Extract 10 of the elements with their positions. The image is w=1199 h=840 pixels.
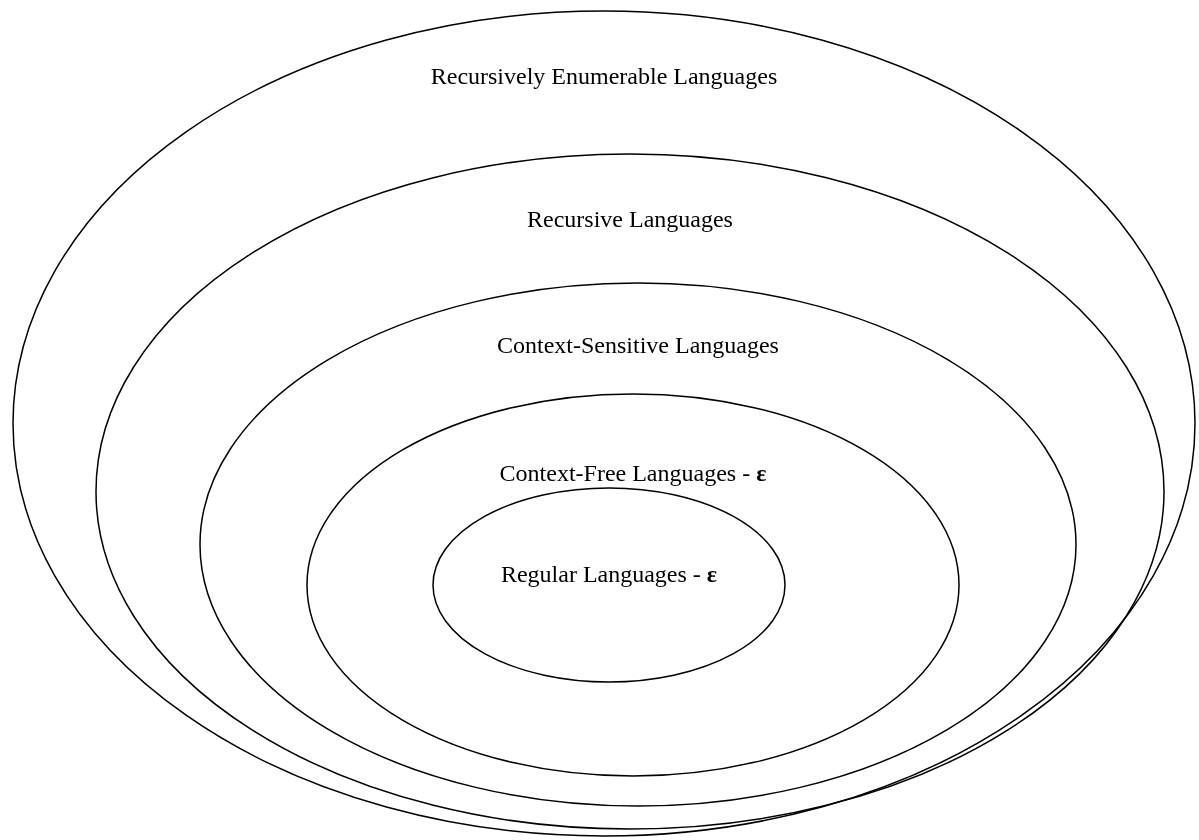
set-ellipse [12,10,1196,837]
set-ellipse [95,153,1165,830]
set-label: Context-Sensitive Languages [497,331,779,359]
set-label: Recursively Enumerable Languages [430,62,778,90]
set-label: Recursive Languages [527,205,733,233]
set-ellipse [432,487,786,683]
set-ellipse [199,282,1077,807]
set-label: Regular Languages - ε [500,560,718,588]
set-ellipse [306,393,960,777]
set-label: Context-Free Languages - ε [499,459,767,487]
